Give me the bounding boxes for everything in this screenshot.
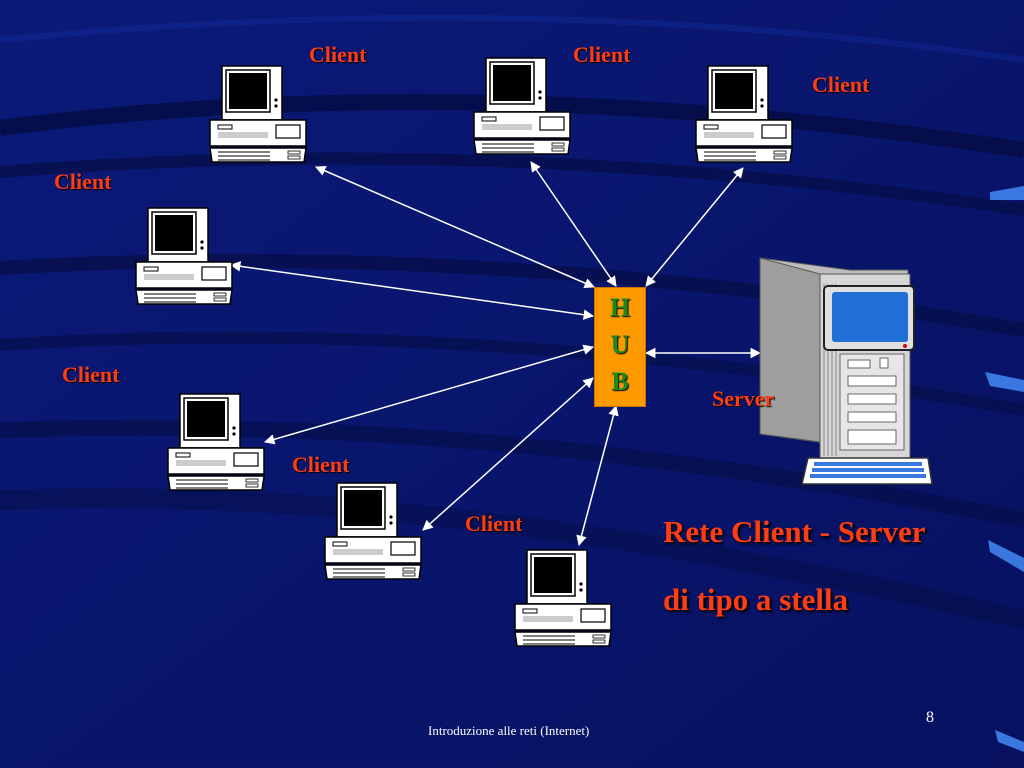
link-client-5 bbox=[263, 344, 595, 445]
client-computer-icon bbox=[514, 549, 612, 647]
client-label: Client bbox=[54, 169, 112, 194]
link-client-3 bbox=[645, 167, 744, 287]
client-computer-icon bbox=[209, 65, 307, 163]
link-client-7 bbox=[576, 404, 619, 547]
client-label: Client bbox=[812, 72, 870, 97]
client-label: Client bbox=[292, 452, 350, 477]
slide-subtitle: di tipo a stella bbox=[663, 582, 849, 617]
client-computer-icon bbox=[695, 65, 793, 163]
client-computer-icon bbox=[167, 393, 265, 491]
link-client-6 bbox=[422, 377, 594, 531]
server-icon bbox=[759, 257, 933, 485]
client-label: Client bbox=[573, 42, 631, 67]
server-label: Server bbox=[712, 386, 775, 411]
slide-title: Rete Client - Server bbox=[663, 514, 926, 549]
client-label: Client bbox=[465, 511, 523, 536]
client-label: Client bbox=[62, 362, 120, 387]
client-computer-icon bbox=[473, 57, 571, 155]
hub-letter-u: U bbox=[610, 330, 630, 359]
client-computer-icon bbox=[324, 482, 422, 580]
footer-text: Introduzione alle reti (Internet) bbox=[428, 723, 590, 738]
page-number: 8 bbox=[926, 709, 934, 726]
client-label: Client bbox=[309, 42, 367, 67]
link-client-2 bbox=[530, 161, 617, 287]
hub-box: H U B bbox=[594, 287, 646, 407]
link-client-4 bbox=[229, 261, 595, 320]
link-client-1 bbox=[315, 165, 595, 289]
hub-letter-h: H bbox=[609, 293, 631, 322]
client-computer-icon bbox=[135, 207, 233, 305]
hub-letter-b: B bbox=[611, 367, 629, 396]
